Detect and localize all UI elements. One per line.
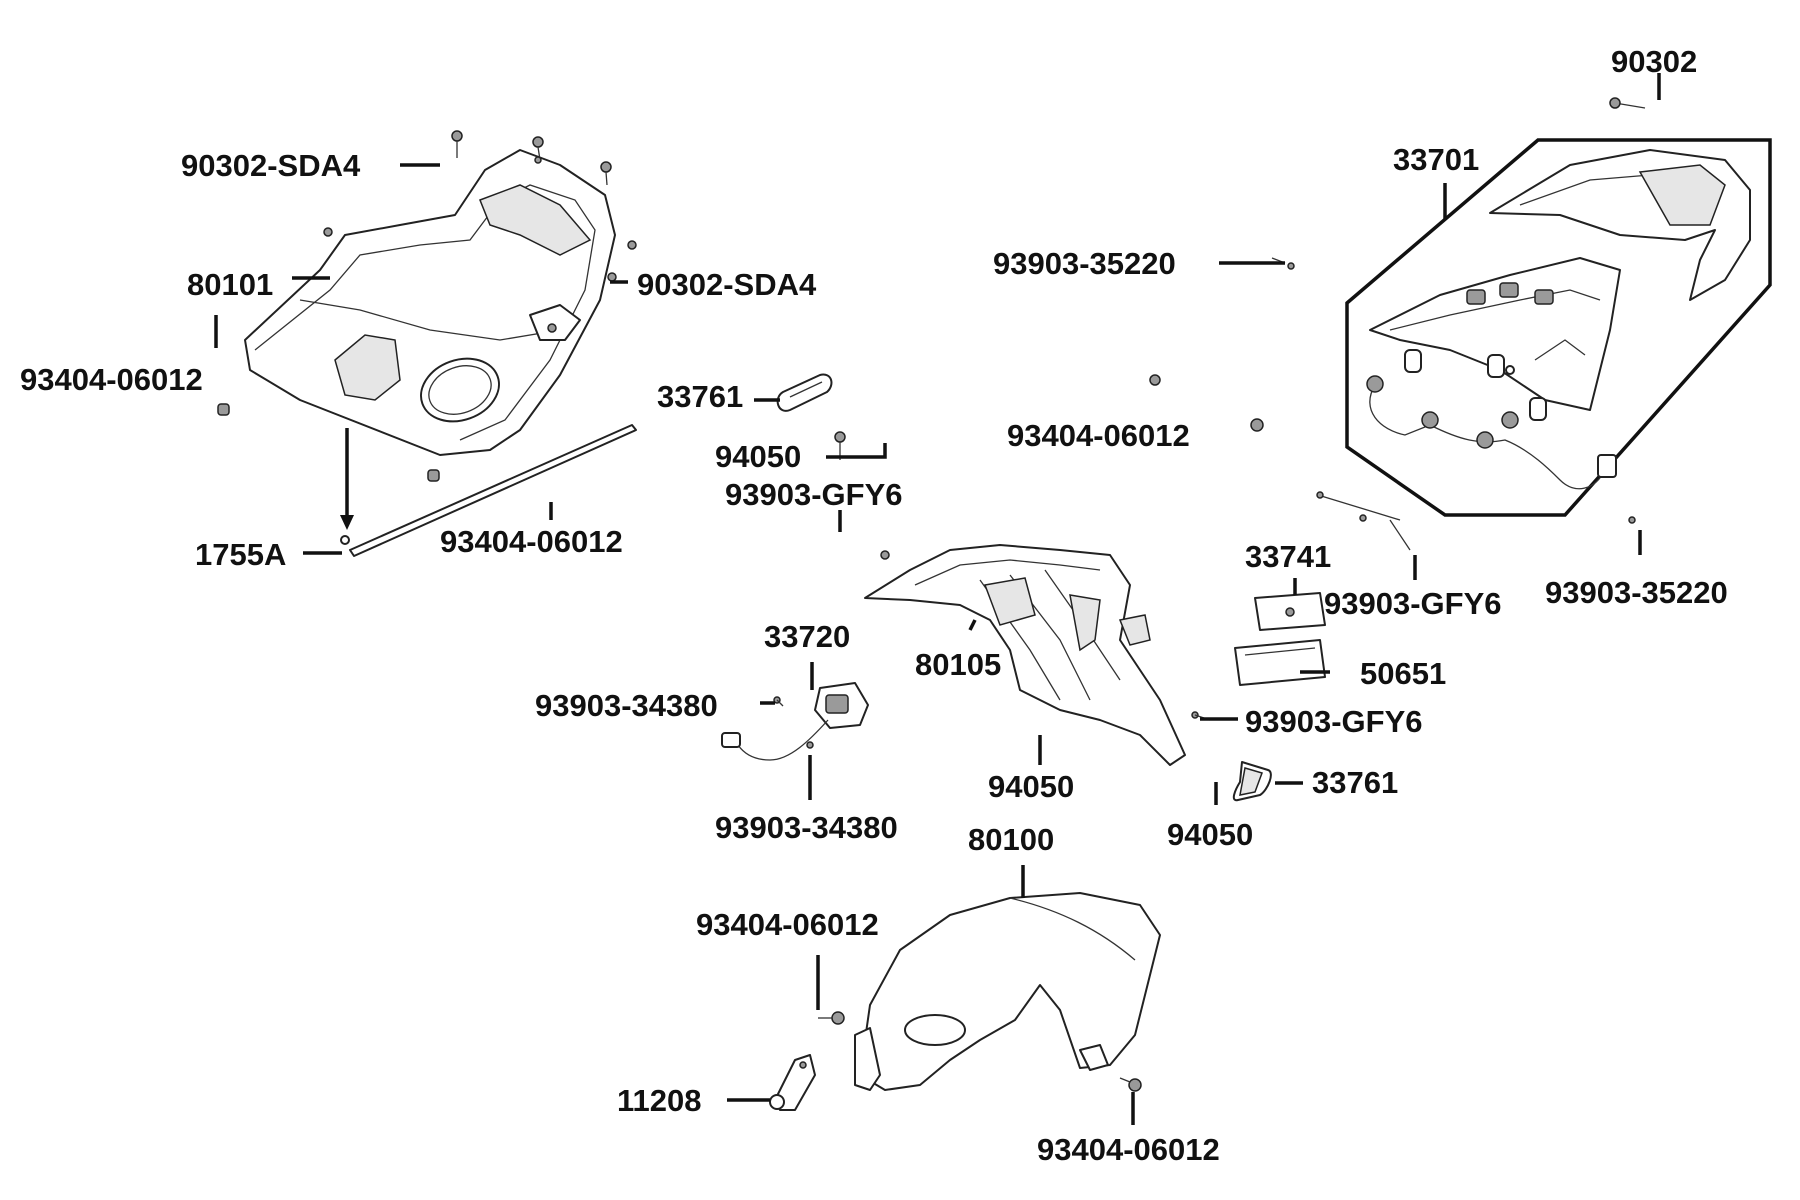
taillight-bulbs (1404, 349, 1547, 421)
label-80100: 80100 (968, 822, 1054, 857)
plate-50651 (1234, 639, 1326, 686)
hugger-80100 (854, 892, 1161, 1091)
label-93404-06012-b: 93404-06012 (1007, 418, 1190, 453)
label-33761-a: 33761 (657, 379, 743, 414)
label-1755a: 1755A (195, 537, 286, 572)
label-93404-06012-c: 93404-06012 (440, 524, 623, 559)
small-fasteners-right (773, 97, 1646, 749)
arrow-head-1755a (340, 515, 354, 530)
taillight-wiring (1366, 375, 1617, 490)
undertray-80101 (244, 149, 616, 456)
label-11208: 11208 (617, 1083, 702, 1118)
label-93903-35220-b: 93903-35220 (1545, 575, 1728, 610)
label-33741: 33741 (1245, 539, 1331, 574)
bracket-11208 (769, 1054, 816, 1111)
hugger-bolts (818, 1011, 1142, 1092)
taillight-housing (1369, 257, 1621, 411)
label-93903-34380-b: 93903-34380 (715, 810, 898, 845)
label-94050-b: 94050 (988, 769, 1074, 804)
label-90302-top: 90302 (1611, 44, 1697, 79)
label-33701: 33701 (1393, 142, 1479, 177)
reflector-33761-lower (1232, 761, 1272, 802)
taillight-box-33701 (1345, 138, 1772, 517)
label-90302-sda4-a: 90302-SDA4 (181, 148, 361, 183)
reflector-33761-upper (776, 373, 833, 412)
label-80101: 80101 (187, 267, 273, 302)
license-bracket-80105 (864, 544, 1186, 766)
label-94050-c: 94050 (1167, 817, 1253, 852)
label-93903-35220-a: 93903-35220 (993, 246, 1176, 281)
taillight-lens-33701 (1489, 149, 1751, 301)
label-93404-06012-d: 93404-06012 (696, 907, 879, 942)
label-93903-34380-a: 93903-34380 (535, 688, 718, 723)
leader-lines (214, 73, 1661, 1125)
label-90302-sda4-b: 90302-SDA4 (637, 267, 817, 302)
label-93903-gfy6-a: 93903-GFY6 (725, 477, 903, 512)
label-80105: 80105 (915, 647, 1001, 682)
label-93903-gfy6-c: 93903-GFY6 (1245, 704, 1423, 739)
license-light-33720 (721, 682, 869, 761)
label-93404-06012-e: 93404-06012 (1037, 1132, 1220, 1167)
plate-33741 (1254, 592, 1326, 631)
label-93903-gfy6-b: 93903-GFY6 (1324, 586, 1502, 621)
label-94050-a: 94050 (715, 439, 801, 474)
part-labels: 90302 33701 93903-35220 90302-SDA4 80101… (20, 44, 1728, 1167)
undertray-fasteners (217, 130, 637, 482)
rod-1755a (340, 424, 637, 557)
label-33761-b: 33761 (1312, 765, 1398, 800)
label-93404-06012-a: 93404-06012 (20, 362, 203, 397)
label-50651: 50651 (1360, 656, 1446, 691)
label-33720: 33720 (764, 619, 850, 654)
